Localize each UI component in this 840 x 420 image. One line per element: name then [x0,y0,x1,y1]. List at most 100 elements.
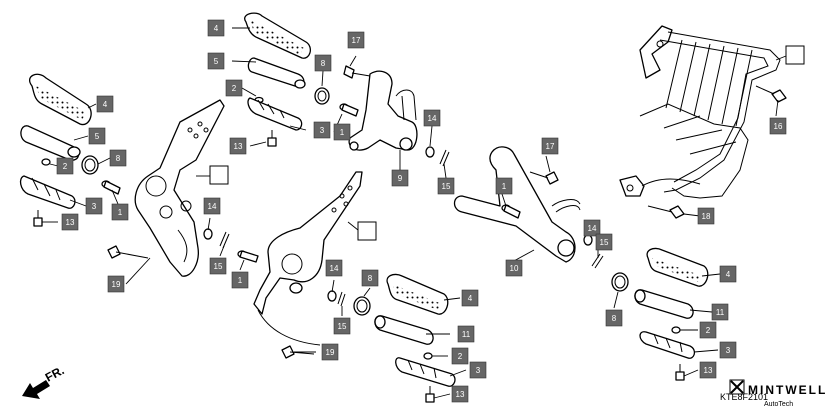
callout-number: 15 [338,322,347,331]
callout-8: 8 [605,309,623,327]
oring-8-center [353,296,371,316]
callout-16: 16 [769,117,787,135]
pin-1-top [339,103,359,117]
callout-number: 1 [118,208,123,217]
bolt-17-right [529,171,559,185]
pin-1-left [101,180,121,195]
callout-number: 8 [368,274,373,283]
bolt-13-right [675,364,685,381]
callout-number: 13 [456,390,465,399]
callout-14: 14 [325,259,343,277]
cotter-15-top [439,149,450,167]
callout-19: 19 [107,275,125,293]
callout-number: 17 [352,36,361,45]
oring-8-left [81,155,99,175]
callout-2: 2 [451,347,469,365]
rubber-pad-top [247,97,303,131]
callout-1: 1 [495,177,513,195]
callout-13: 13 [61,213,79,231]
callout-10: 10 [505,259,523,277]
callout-4: 4 [96,95,114,113]
callout-number: 18 [702,212,711,221]
bolt-18 [647,205,685,219]
callout-number: 11 [462,330,471,339]
callout-11: 11 [457,325,475,343]
callout-number: 4 [726,270,731,279]
washer-2-right [671,326,681,334]
washer-2-left [41,158,51,166]
callout-14: 14 [203,197,221,215]
callout-18: 18 [697,207,715,225]
callout-3: 3 [313,121,331,139]
leader-lines [42,27,787,399]
callout-15: 15 [333,317,351,335]
callout-number: 4 [468,294,473,303]
brand-logo: KTE8F2101 MINTWELL AutoTech [720,379,827,408]
logo-name: MINTWELL [748,383,827,397]
washer-2-center [423,352,433,360]
bolt-13-center [425,386,435,403]
callout-number: 5 [214,57,219,66]
callout-number: 2 [232,84,237,93]
washer-14-right [583,234,593,246]
footpeg-center [374,315,434,345]
callout-number: 3 [320,126,325,135]
callout-number: 16 [774,122,783,131]
callout-number: 2 [63,162,68,171]
callout-15: 15 [595,233,613,251]
bracket-left [134,99,225,277]
callout-11: 11 [711,303,729,321]
footpeg-left [20,125,81,161]
callout-number: 1 [340,128,345,137]
callout-19: 19 [321,343,339,361]
washer-14-top [425,146,435,158]
grab-rail [619,25,781,199]
callout-8: 8 [314,54,332,72]
cotter-15-left [219,231,230,249]
footpeg-rubber-top [244,12,312,59]
callout-number: 15 [600,238,609,247]
oring-8-right [611,272,629,292]
logo-tagline: AutoTech [764,401,793,408]
callout-1: 1 [333,123,351,141]
callout-1: 1 [111,203,129,221]
callout-1: 1 [231,271,249,289]
callout-number: 19 [112,280,121,289]
callout-number: 1 [502,182,507,191]
callout-number: 13 [66,218,75,227]
callout-5: 5 [88,127,106,145]
callout-number: 4 [103,100,108,109]
callout-number: 11 [716,308,725,317]
callout-number: 5 [95,132,100,141]
rubber-pad-3-right [639,331,696,359]
callout-15: 15 [209,257,227,275]
callout-14: 14 [423,109,441,127]
pin-1-center [237,250,259,263]
callout-2: 2 [699,321,717,339]
front-direction-indicator: FR. [22,363,66,399]
callout-13: 13 [451,385,469,403]
diagram-code: KTE8F2101 [720,392,768,402]
callout-number: 8 [321,59,326,68]
rubber-pad-3-left [19,175,76,209]
callout-number: 14 [330,264,339,273]
callout-3: 3 [85,197,103,215]
empty-box-2 [357,221,377,241]
washer-14-left [203,228,213,240]
callout-number: 10 [510,264,519,273]
pin-1-right [501,204,521,219]
callout-number: 3 [476,366,481,375]
cotter-15-center [337,291,346,307]
bolt-13-left [33,210,43,227]
bolt-19-left [107,245,149,259]
bolt-16 [755,85,787,103]
callout-15: 15 [437,177,455,195]
callout-number: 13 [234,142,243,151]
callout-number: 19 [326,348,335,357]
footpeg-bar-10 [453,146,581,263]
callout-number: 3 [726,346,731,355]
callout-5: 5 [207,52,225,70]
washer-14-center [327,290,337,302]
